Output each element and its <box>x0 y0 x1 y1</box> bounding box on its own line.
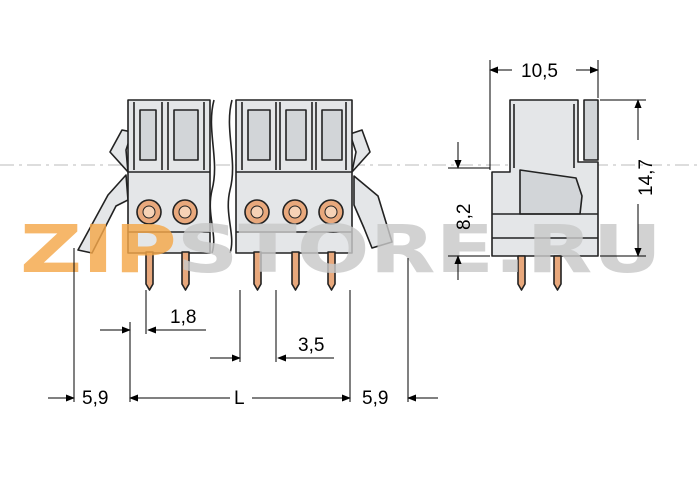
break-marks <box>209 99 234 254</box>
clamp-openings <box>136 199 344 225</box>
dim-offset-right: 5,9 <box>362 388 388 409</box>
side-view <box>491 99 599 291</box>
dim-pitch-small: 1,8 <box>170 307 196 328</box>
dim-offset-left: 5,9 <box>82 388 108 409</box>
contact-pins <box>145 251 336 291</box>
housing-right <box>235 99 353 254</box>
dim-height-total: 14,7 <box>636 159 657 196</box>
dim-width: 10,5 <box>521 61 558 82</box>
dimension-lines <box>48 60 646 402</box>
dim-height-pin: 8,2 <box>454 204 475 230</box>
front-view <box>77 99 393 291</box>
dim-pitch: 3,5 <box>298 335 324 356</box>
housing-left <box>127 99 211 254</box>
right-lever <box>349 129 393 249</box>
dim-length: L <box>234 388 245 409</box>
side-pins <box>517 255 562 291</box>
